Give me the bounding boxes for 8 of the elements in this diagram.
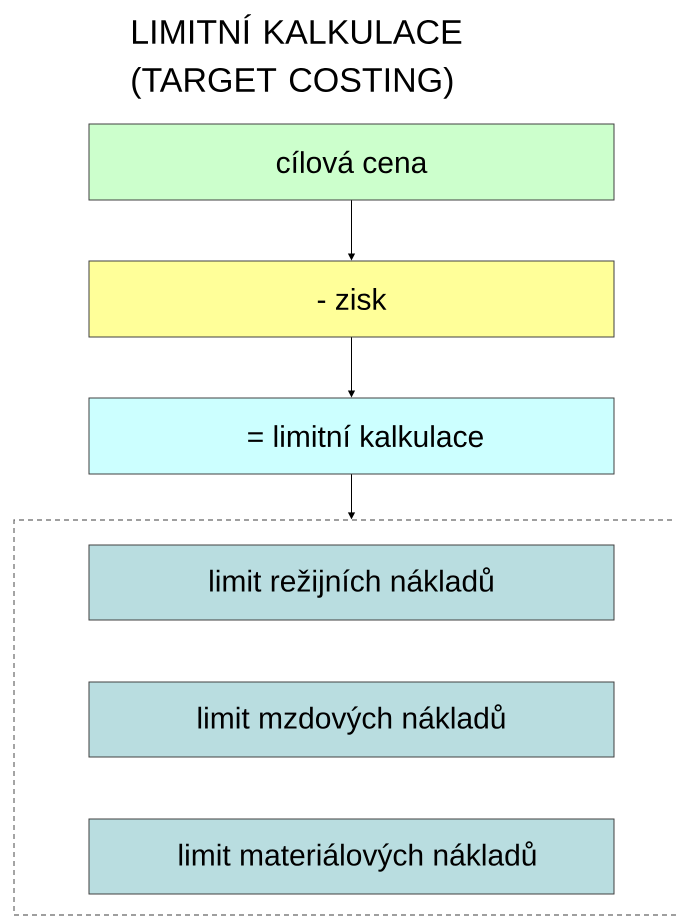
process-box: - zisk bbox=[88, 260, 614, 338]
process-box: cílová cena bbox=[88, 124, 614, 200]
process-box: = limitní kalkulace bbox=[88, 398, 614, 474]
process-box: limit mzdových nákladů bbox=[88, 682, 614, 758]
title: LIMITNÍ KALKULACE (TARGET COSTING) bbox=[132, 14, 462, 99]
dashed-frame bbox=[13, 519, 676, 916]
process-box: limit materiálových nákladů bbox=[88, 818, 614, 894]
process-box: limit režijních nákladů bbox=[88, 544, 614, 620]
